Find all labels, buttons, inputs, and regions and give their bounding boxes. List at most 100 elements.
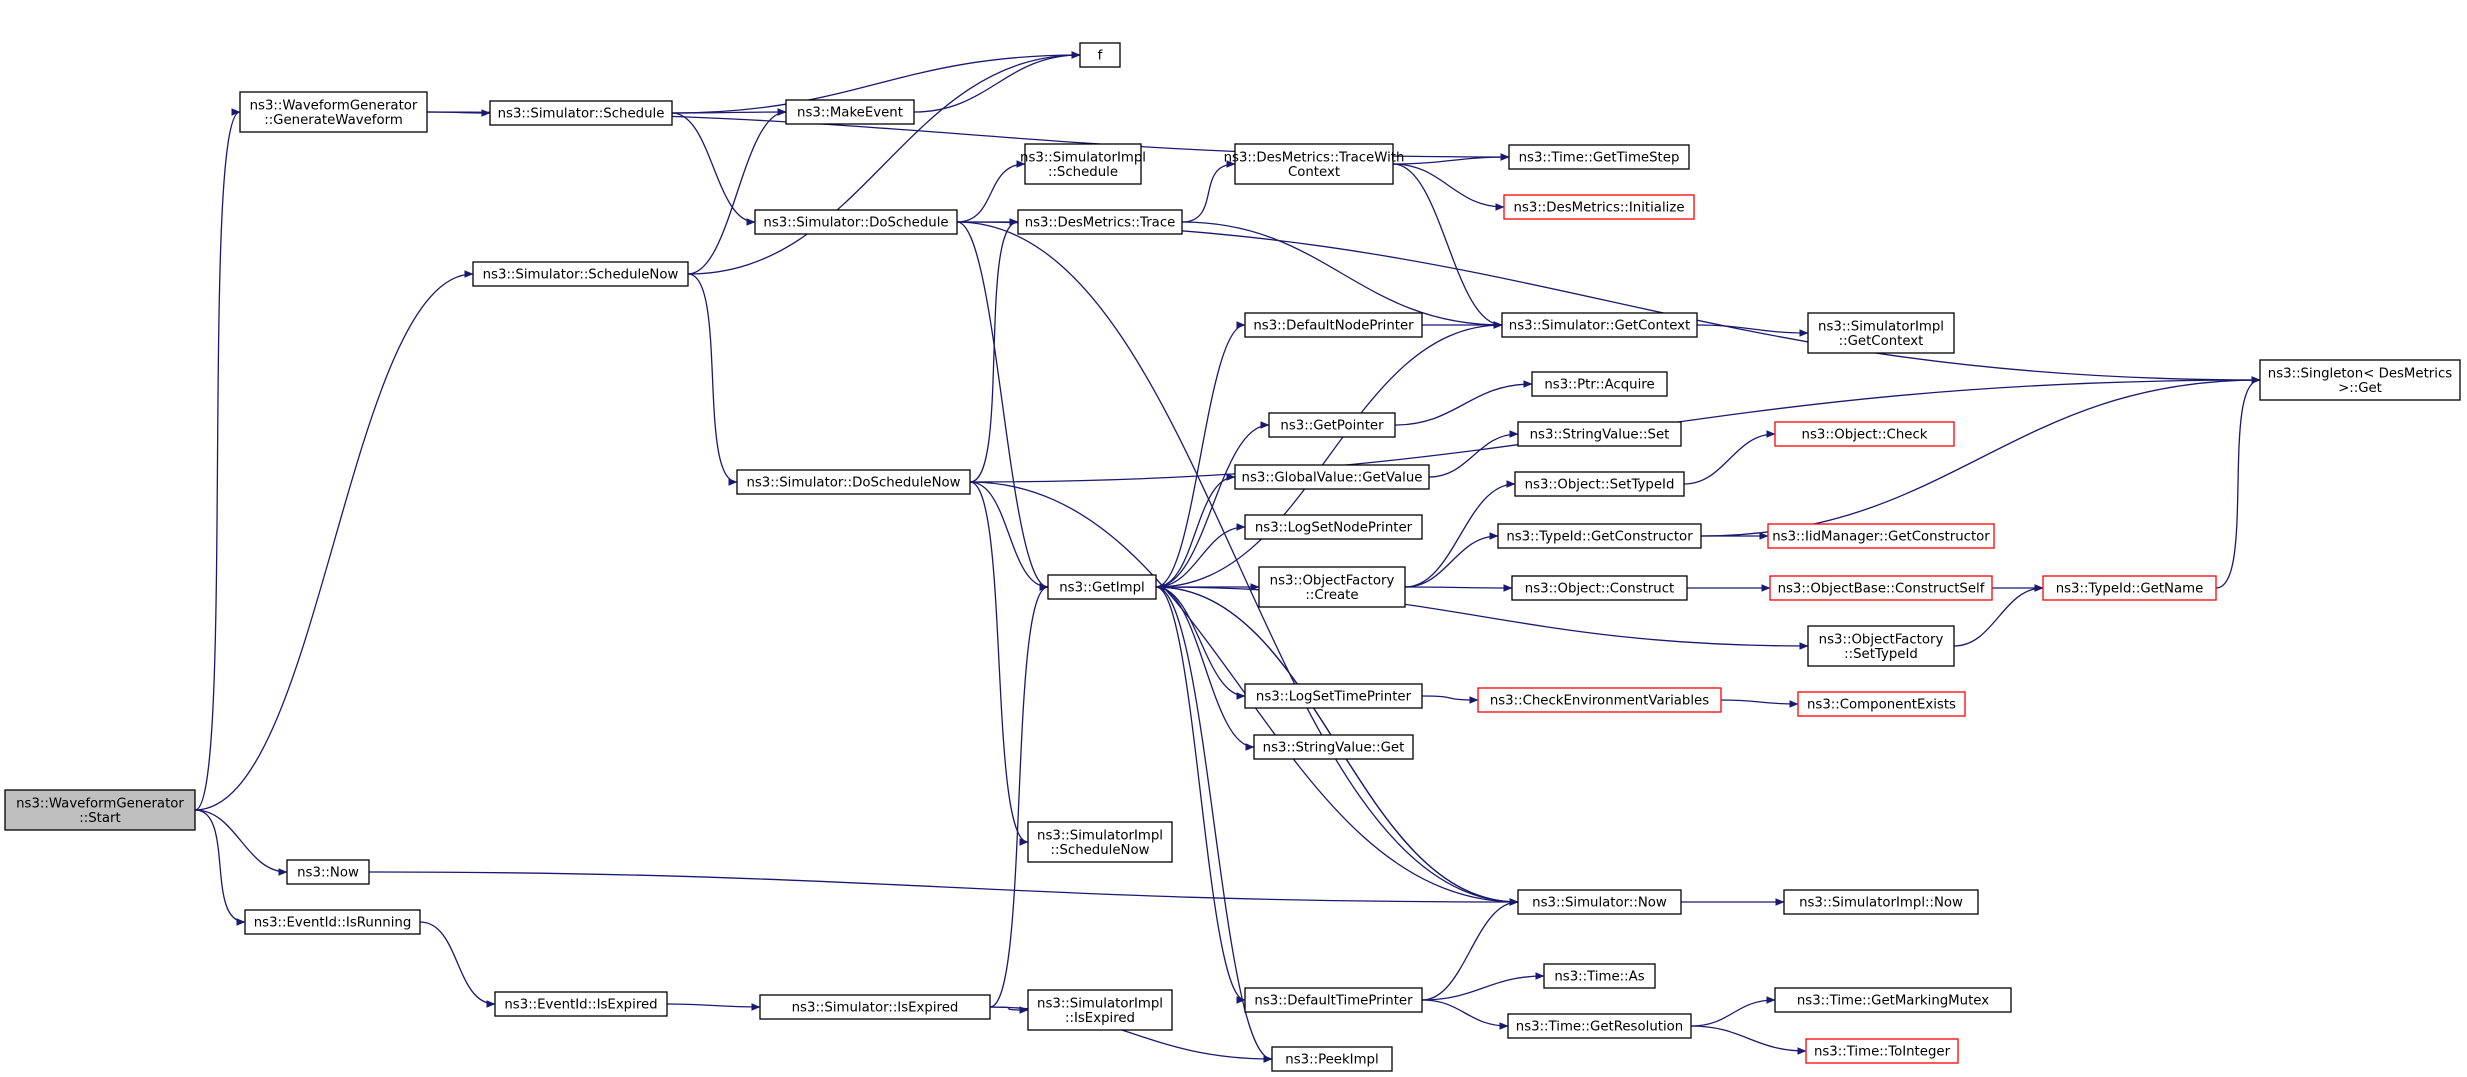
edge-doschedule-to-simimplsched (956, 160, 1026, 223)
node-schedule[interactable]: ns3::Simulator::Schedule (489, 100, 673, 126)
node-box (1807, 625, 1955, 667)
node-ofsettype[interactable]: ns3::ObjectFactory::SetTypeId (1807, 625, 1955, 667)
node-logsetnode[interactable]: ns3::LogSetNodePrinter (1244, 514, 1423, 540)
node-box (1497, 523, 1702, 549)
node-svset[interactable]: ns3::StringValue::Set (1517, 421, 1682, 447)
node-ptracquire[interactable]: ns3::Ptr::Acquire (1531, 371, 1668, 397)
node-label: ns3::Time::ToInteger (1814, 1045, 1951, 1060)
node-objconstruct[interactable]: ns3::Object::Construct (1511, 575, 1688, 601)
node-label: ns3::Time::GetMarkingMutex (1797, 994, 1989, 1009)
node-f[interactable]: f (1079, 42, 1121, 68)
edge-checkenv-to-compexists (1720, 699, 1799, 708)
edge-simgetctx-to-simimplgetctx (1696, 324, 1809, 337)
node-now[interactable]: ns3::Now (286, 859, 370, 885)
edge-dmtracectx-to-simgetctx (1392, 163, 1503, 329)
node-box (1244, 514, 1423, 540)
node-isrunning[interactable]: ns3::EventId::IsRunning (244, 909, 421, 935)
node-typegetname[interactable]: ns3::TypeId::GetName (2042, 575, 2217, 601)
node-simisexp[interactable]: ns3::Simulator::IsExpired (759, 994, 991, 1020)
node-box (1503, 194, 1695, 220)
node-dosnow[interactable]: ns3::Simulator::DoScheduleNow (736, 469, 971, 495)
node-peekimpl[interactable]: ns3::PeekImpl (1271, 1046, 1393, 1072)
node-makeevent[interactable]: ns3::MakeEvent (785, 99, 915, 125)
node-getimpl[interactable]: ns3::GetImpl (1047, 574, 1157, 600)
node-simimplisexp[interactable]: ns3::SimulatorImpl::IsExpired (1027, 989, 1173, 1031)
edge-isexpired-to-simisexp (666, 1003, 761, 1011)
node-simgetctx[interactable]: ns3::Simulator::GetContext (1501, 312, 1698, 338)
node-svget[interactable]: ns3::StringValue::Get (1253, 734, 1414, 760)
edge-gvgetvalue-to-svset (1428, 430, 1519, 478)
edge-timegetres-to-timemarkmutex (1690, 996, 1776, 1027)
node-label: ns3::ObjectFactory (1270, 573, 1395, 588)
node-label: ns3::Simulator::DoSchedule (763, 216, 948, 231)
edge-logsettime-to-checkenv (1421, 695, 1479, 704)
node-iidgetctor[interactable]: ns3::IidManager::GetConstructor (1767, 523, 1995, 549)
node-dminit[interactable]: ns3::DesMetrics::Initialize (1503, 194, 1695, 220)
edge-getimpl-to-simgetctx (1155, 321, 1503, 588)
node-genwave[interactable]: ns3::WaveformGenerator::GenerateWaveform (239, 91, 428, 133)
node-schednow[interactable]: ns3::Simulator::ScheduleNow (472, 261, 689, 287)
node-timegetres[interactable]: ns3::Time::GetResolution (1507, 1013, 1692, 1039)
node-label: ns3::SimulatorImpl::Now (1799, 896, 1963, 911)
node-typegetctor[interactable]: ns3::TypeId::GetConstructor (1497, 523, 1702, 549)
edge-ofsettype-to-typegetname (1953, 584, 2044, 647)
edge-dosnow-to-getimpl (969, 481, 1049, 591)
node-gvgetvalue[interactable]: ns3::GlobalValue::GetValue (1234, 464, 1430, 490)
node-label: f (1098, 49, 1103, 64)
node-label: Context (1288, 165, 1340, 180)
node-label: ns3::WaveformGenerator (250, 98, 418, 113)
node-dmtrace[interactable]: ns3::DesMetrics::Trace (1017, 209, 1183, 235)
node-simimplnow[interactable]: ns3::SimulatorImpl::Now (1783, 889, 1979, 915)
edge-getimpl-to-svget (1155, 586, 1255, 751)
node-objsettype[interactable]: ns3::Object::SetTypeId (1514, 471, 1685, 497)
node-simnow[interactable]: ns3::Simulator::Now (1517, 889, 1682, 915)
node-getpointer[interactable]: ns3::GetPointer (1268, 412, 1396, 438)
node-label: ns3::SimulatorImpl (1818, 319, 1944, 334)
node-ofcreate[interactable]: ns3::ObjectFactory::Create (1258, 566, 1406, 608)
node-label: ns3::LogSetTimePrinter (1256, 690, 1412, 705)
node-timemarkmutex[interactable]: ns3::Time::GetMarkingMutex (1774, 987, 2012, 1013)
node-label: ns3::Time::GetTimeStep (1519, 151, 1680, 166)
node-compexists[interactable]: ns3::ComponentExists (1797, 691, 1966, 717)
node-box (286, 859, 370, 885)
node-label: ns3::Simulator::DoScheduleNow (746, 476, 960, 491)
node-label: ns3::DefaultNodePrinter (1253, 319, 1414, 334)
node-box (754, 209, 958, 235)
node-deftimeprint[interactable]: ns3::DefaultTimePrinter (1244, 987, 1423, 1013)
node-label: ::IsExpired (1065, 1011, 1135, 1026)
node-defnodeprint[interactable]: ns3::DefaultNodePrinter (1244, 312, 1423, 338)
node-timeas[interactable]: ns3::Time::As (1543, 963, 1656, 989)
node-simimplschednow[interactable]: ns3::SimulatorImpl::ScheduleNow (1027, 821, 1173, 863)
node-label: ns3::SimulatorImpl (1037, 828, 1163, 843)
node-label: ns3::Object::Check (1802, 428, 1928, 443)
node-box (1244, 312, 1423, 338)
edge-doschedule-to-singletonget (956, 221, 2261, 384)
node-singletonget[interactable]: ns3::Singleton< DesMetrics >::Get (2259, 359, 2461, 401)
node-logsettime[interactable]: ns3::LogSetTimePrinter (1244, 683, 1423, 709)
node-label: ns3::GetPointer (1280, 419, 1384, 434)
node-simimplgetctx[interactable]: ns3::SimulatorImpl::GetContext (1807, 312, 1955, 354)
node-box (1797, 691, 1966, 717)
node-objcheck[interactable]: ns3::Object::Check (1774, 421, 1955, 447)
node-timegetstep[interactable]: ns3::Time::GetTimeStep (1508, 144, 1690, 170)
node-isexpired[interactable]: ns3::EventId::IsExpired (494, 991, 668, 1017)
node-doschedule[interactable]: ns3::Simulator::DoSchedule (754, 209, 958, 235)
node-box (2259, 359, 2461, 401)
edge-getimpl-to-logsetnode (1155, 523, 1246, 588)
node-box (1774, 987, 2012, 1013)
node-timetoint[interactable]: ns3::Time::ToInteger (1805, 1038, 1959, 1064)
node-label: ns3::Simulator::Schedule (498, 107, 665, 122)
edge-typegetname-to-singletonget (2215, 376, 2261, 589)
edge-deftimeprint-to-timeas (1421, 972, 1545, 1001)
node-label: ::GetContext (1839, 334, 1924, 349)
edge-ofcreate-to-objsettype (1404, 480, 1516, 588)
node-start[interactable]: ns3::WaveformGenerator::Start (4, 789, 196, 831)
node-label: ns3::ObjectFactory (1819, 632, 1944, 647)
node-checkenv[interactable]: ns3::CheckEnvironmentVariables (1477, 687, 1722, 713)
node-objbaseconstruct[interactable]: ns3::ObjectBase::ConstructSelf (1769, 575, 1993, 601)
edge-getimpl-to-deftimeprint (1155, 586, 1246, 1004)
node-simimplsched[interactable]: ns3::SimulatorImpl::Schedule (1020, 143, 1146, 185)
node-box (736, 469, 971, 495)
node-label: ns3::Singleton< DesMetrics (2268, 366, 2452, 381)
